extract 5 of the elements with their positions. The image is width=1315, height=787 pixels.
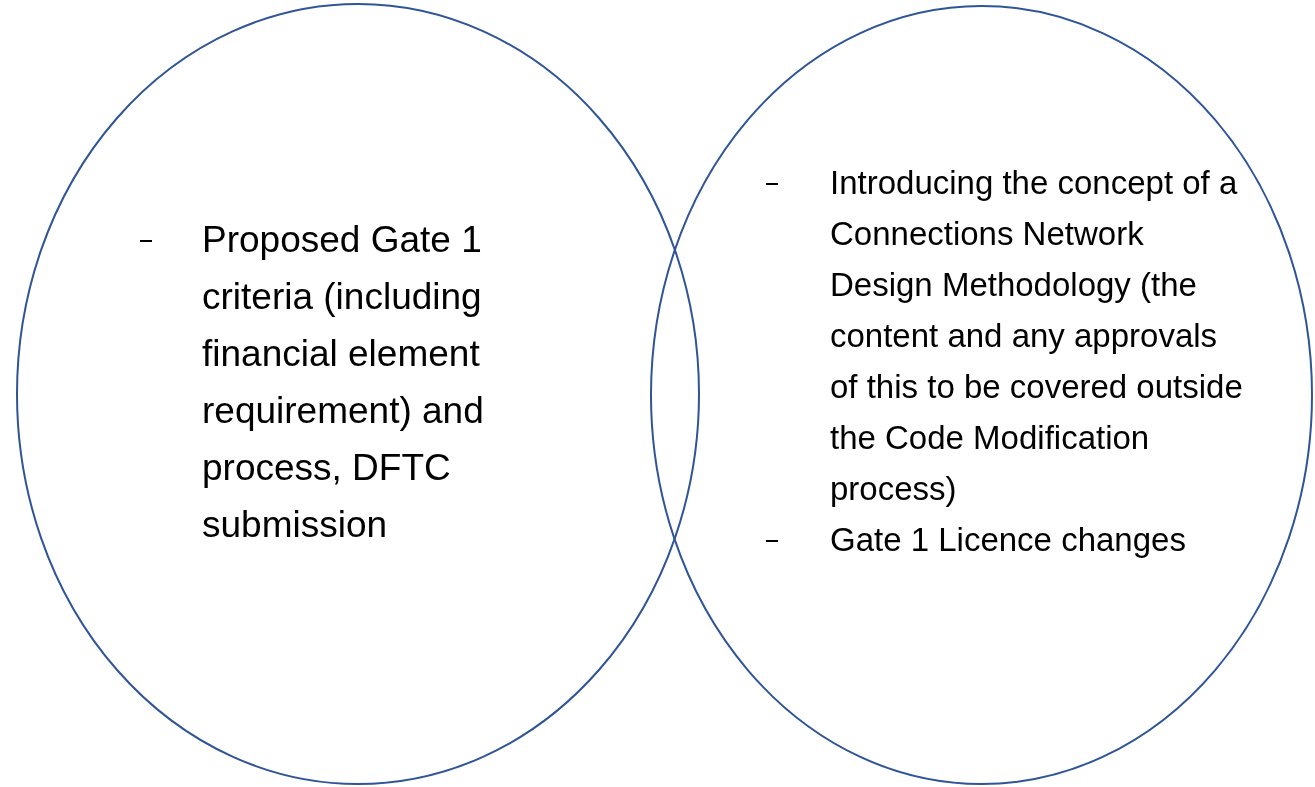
list-item-text: Introducing the concept of a Connections Network Design Methodology (the content and any approvals of this to be covered outside the Code Modification process) xyxy=(830,163,1244,509)
list-item-text: Gate 1 Licence changes xyxy=(830,520,1187,560)
venn-circle xyxy=(16,3,700,785)
venn-circle xyxy=(650,5,1313,785)
list-item-text: Proposed Gate 1 criteria (including financial element requirement) and process, DFTC submission xyxy=(202,218,485,547)
